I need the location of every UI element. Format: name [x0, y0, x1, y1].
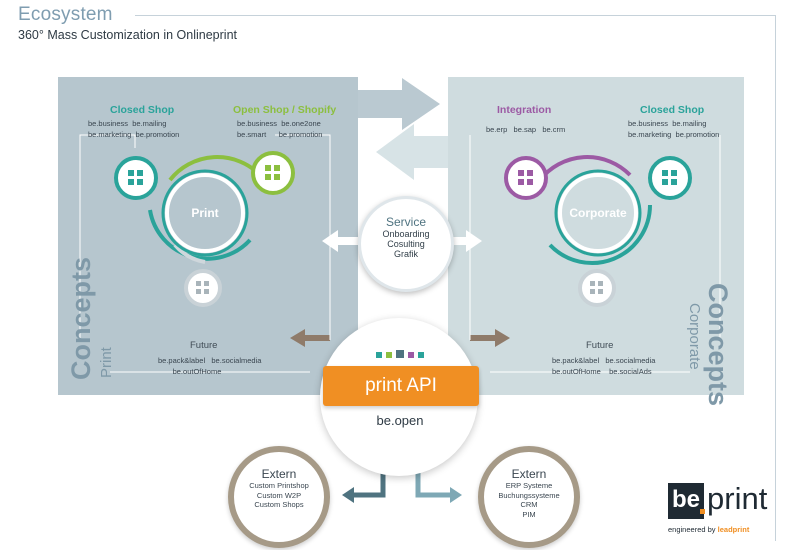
grid-icon [128, 170, 143, 185]
print-logo-text: print [707, 481, 768, 516]
open-shop-title: Open Shop / Shopify [233, 104, 337, 116]
future-node-left [184, 269, 222, 307]
service-circle: Service Onboarding Cosulting Grafik [358, 196, 454, 292]
extern-left-item: Custom Shops [254, 500, 304, 509]
open-shop-node [251, 151, 295, 195]
extern-right-item: ERP Systeme [505, 481, 553, 490]
future-title-right: Future [586, 340, 614, 351]
extern-right-item: CRM [520, 500, 538, 509]
corp-ring-purple [538, 155, 632, 182]
future-items-left: be.pack&label be.socialmedia be.outOfHom… [158, 356, 262, 376]
logo-dot [700, 509, 705, 514]
closed-shop-title-right: Closed Shop [640, 104, 705, 116]
extern-right-title: Extern [511, 467, 547, 481]
corporate-hub [558, 173, 638, 253]
corp-ring-teal [548, 204, 652, 265]
closed-shop-items-right: be.business be.mailing be.marketing be.p… [628, 119, 720, 139]
left-arrow-middle [376, 124, 448, 180]
future-title-left: Future [190, 340, 218, 351]
extern-right-item: PIM [522, 509, 536, 519]
extern-right-circle: Extern ERP Systeme Buchungssysteme CRM P… [478, 446, 580, 548]
right-arrow-top [358, 78, 440, 130]
closed-shop-node-left [114, 156, 158, 200]
print-hub [165, 173, 245, 253]
be-open-label: be.open [376, 413, 424, 428]
open-shop-items: be.business be.one2one be.smart be.promo… [237, 119, 323, 139]
concepts-vertical-right: Concepts [703, 283, 733, 407]
extern-left-circle: Extern Custom Printshop Custom W2P Custo… [228, 446, 330, 548]
corporate-hub-label: Corporate [569, 206, 627, 220]
grid-icon [662, 170, 677, 185]
print-vertical-sub: Print [98, 347, 115, 378]
extern-left-title: Extern [261, 467, 297, 481]
closed-shop-items-left: be.business be.mailing be.marketing be.p… [88, 119, 180, 139]
service-left-arrow [322, 230, 358, 252]
integration-title: Integration [497, 104, 552, 116]
grid-icon [518, 170, 533, 185]
service-title: Service [385, 215, 426, 229]
concepts-vertical-left: Concepts [66, 256, 96, 380]
engineered-by: engineered by leadprint [668, 525, 750, 534]
outer-frame [135, 15, 776, 541]
print-api-bar: print API [323, 366, 479, 406]
be-logo: be [668, 483, 704, 519]
integration-items: be.erp be.sap be.crm [486, 125, 566, 134]
extern-right-item: Buchungssysteme [498, 490, 560, 500]
print-ring-green [168, 155, 262, 182]
closed-shop-node-right [648, 156, 692, 200]
grid-icon [196, 281, 209, 294]
page-subtitle: 360° Mass Customization in Onlineprint [18, 28, 237, 42]
print-hub-label: Print [191, 206, 219, 220]
future-node-right [578, 269, 616, 307]
service-item: Onboarding [382, 229, 430, 239]
service-right-arrow [450, 230, 482, 252]
api-dots-icon [376, 350, 424, 358]
api-right-arrow [470, 329, 510, 347]
service-item: Grafik [393, 249, 418, 259]
api-left-arrow [290, 329, 330, 347]
closed-shop-title-left: Closed Shop [110, 104, 175, 116]
corporate-vertical-sub: Corporate [686, 303, 703, 370]
extern-left-item: Custom Printshop [249, 481, 309, 490]
grid-icon [265, 165, 280, 180]
integration-node [504, 156, 548, 200]
extern-left-item: Custom W2P [256, 490, 302, 500]
future-items-right: be.pack&label be.socialmedia be.outOfHom… [552, 356, 656, 376]
grid-icon [590, 281, 603, 294]
service-item: Cosulting [387, 239, 425, 249]
page-title: Ecosystem [18, 4, 113, 25]
